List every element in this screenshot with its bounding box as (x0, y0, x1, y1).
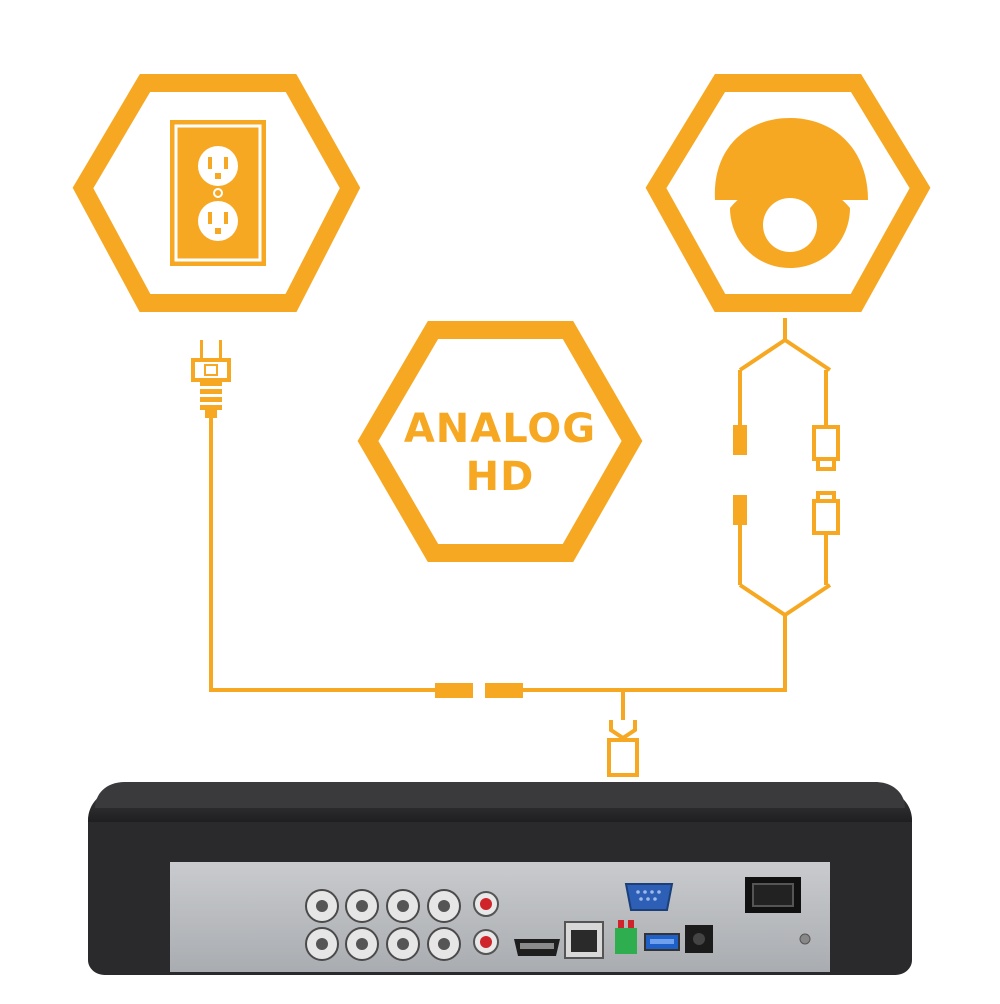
cables (209, 318, 832, 741)
alarm-terminal (615, 920, 637, 954)
outlet-hexagon (72, 74, 361, 312)
ground-screw (799, 933, 811, 945)
vga-port (624, 883, 674, 911)
dvr-recorder (88, 782, 912, 975)
ethernet-port (564, 921, 604, 959)
power-switch (745, 877, 801, 913)
dome-camera-icon (714, 118, 868, 268)
analog-hd-hexagon (357, 321, 643, 562)
dvr-rear-panel (170, 862, 830, 972)
dc-power-jack (685, 925, 713, 953)
power-plug-icon (191, 340, 231, 418)
power-connectors (607, 425, 840, 777)
analog-hd-label-line2: HD (465, 454, 535, 500)
power-outlet-icon (170, 120, 266, 266)
analog-hd-label-line1: ANALOG (403, 406, 597, 452)
camera-hexagon (645, 74, 931, 312)
analog-hd-label: ANALOG HD (360, 405, 640, 501)
usb-port (644, 933, 680, 951)
hdmi-port (514, 939, 560, 956)
bnc-video-inputs (305, 889, 461, 961)
bnc-connectors (435, 425, 747, 698)
rca-audio-ports (473, 891, 499, 955)
